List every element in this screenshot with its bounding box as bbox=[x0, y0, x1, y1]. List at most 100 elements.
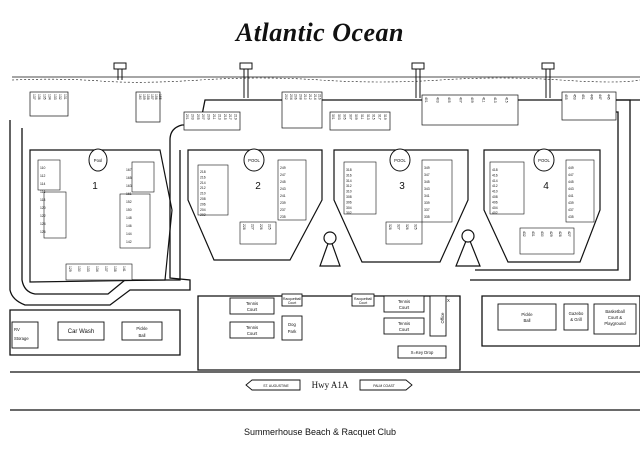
unit-number-316: 316 bbox=[346, 173, 352, 177]
unit-number-318: 318 bbox=[346, 168, 352, 172]
unit-number-416: 416 bbox=[492, 173, 498, 177]
unit-number-130: 130 bbox=[77, 266, 81, 272]
pool-2 bbox=[243, 148, 265, 172]
unit-number-451: 451 bbox=[581, 94, 585, 100]
racquetball-2-label-1: Racquetball bbox=[354, 297, 372, 301]
campus-outline-inner bbox=[21, 128, 181, 295]
unit-number-212: 212 bbox=[308, 94, 312, 100]
unit-number-243: 243 bbox=[280, 187, 286, 191]
unit-number-155: 155 bbox=[158, 94, 162, 100]
office-label: Office bbox=[440, 312, 445, 324]
gazebo-box bbox=[563, 303, 589, 331]
unit-number-406: 406 bbox=[492, 200, 498, 204]
beach-edge bbox=[11, 77, 640, 83]
unit-number-435: 435 bbox=[568, 215, 574, 219]
unit-number-112: 112 bbox=[40, 174, 46, 178]
rv-storage-label-2: Storage bbox=[14, 336, 29, 341]
unit-number-439: 439 bbox=[568, 201, 574, 205]
unit-number-443: 443 bbox=[568, 187, 574, 191]
car-wash-box bbox=[57, 321, 105, 341]
unit-number-449: 449 bbox=[590, 94, 594, 100]
units-row-b3-top-right bbox=[421, 94, 519, 126]
unit-number-317: 317 bbox=[377, 114, 381, 120]
unit-number-245: 245 bbox=[280, 180, 286, 184]
unit-number-202: 202 bbox=[284, 94, 288, 100]
pool-3-label: POOL bbox=[394, 158, 406, 163]
unit-number-327: 327 bbox=[397, 224, 401, 230]
beach-access-1 bbox=[113, 62, 127, 70]
unit-number-337: 337 bbox=[424, 208, 430, 212]
unit-number-449: 449 bbox=[568, 166, 574, 170]
dog-park-box bbox=[281, 315, 303, 341]
unit-number-349: 349 bbox=[424, 166, 430, 170]
unit-number-219: 219 bbox=[234, 114, 238, 120]
landmark-circle-2 bbox=[461, 229, 475, 243]
b2-bottom-row bbox=[239, 221, 277, 245]
unit-number-326: 326 bbox=[405, 224, 409, 230]
unit-number-132: 132 bbox=[58, 94, 62, 100]
unit-number-304: 304 bbox=[346, 206, 352, 210]
unit-number-345: 345 bbox=[424, 180, 430, 184]
tennis-court-4-label-1: Tennis bbox=[398, 321, 410, 326]
unit-number-116: 116 bbox=[40, 190, 46, 194]
tennis-court-2-label-2: Court bbox=[247, 331, 258, 336]
boardwalk-4 bbox=[545, 68, 551, 98]
b3-wing-left bbox=[343, 161, 377, 215]
building-number-3: 3 bbox=[399, 181, 405, 192]
unit-number-407: 407 bbox=[459, 97, 463, 103]
unit-number-146: 146 bbox=[126, 224, 132, 228]
tennis-court-3-label-1: Tennis bbox=[398, 299, 410, 304]
pickle-ball-left-box bbox=[121, 321, 163, 341]
st-augustine-arrow bbox=[245, 379, 301, 391]
boardwalk-3 bbox=[415, 68, 421, 98]
unit-number-210: 210 bbox=[200, 192, 206, 196]
pool-1 bbox=[88, 148, 108, 172]
pickle-ball-right-label-1: Pickle bbox=[521, 312, 533, 317]
unit-number-207: 207 bbox=[201, 114, 205, 120]
unit-number-226: 226 bbox=[259, 224, 263, 230]
units-row-b3-top bbox=[329, 111, 391, 131]
dog-park-label-1: Dog bbox=[288, 322, 296, 327]
racquetball-1-label-2: Court bbox=[288, 301, 296, 305]
tennis-court-3-label-2: Court bbox=[399, 305, 410, 310]
map-footer: Summerhouse Beach & Racquet Club bbox=[243, 427, 397, 437]
unit-number-309: 309 bbox=[354, 114, 358, 120]
unit-number-160: 160 bbox=[138, 94, 142, 100]
unit-number-412: 412 bbox=[492, 184, 498, 188]
unit-number-114: 114 bbox=[40, 182, 46, 186]
basketball-label-2: Court & bbox=[608, 315, 622, 320]
rv-storage-label-1: RV bbox=[14, 327, 20, 332]
unit-number-303: 303 bbox=[337, 114, 341, 120]
landmark-triangle-2 bbox=[455, 234, 481, 267]
unit-number-208: 208 bbox=[298, 94, 302, 100]
unit-number-408: 408 bbox=[492, 195, 498, 199]
tennis-court-2-box bbox=[229, 321, 275, 339]
office-x-marker: X bbox=[447, 298, 450, 303]
pool-3 bbox=[389, 148, 411, 172]
unit-number-328: 328 bbox=[388, 224, 392, 230]
beach-access-2 bbox=[239, 62, 253, 70]
units-row-b4-top bbox=[561, 91, 617, 121]
unit-number-135: 135 bbox=[42, 94, 46, 100]
amenity-area-right bbox=[481, 295, 640, 347]
unit-number-325: 325 bbox=[414, 224, 418, 230]
unit-number-447: 447 bbox=[568, 173, 574, 177]
pool-4-label: POOL bbox=[538, 158, 550, 163]
unit-number-158: 158 bbox=[146, 94, 150, 100]
unit-number-156: 156 bbox=[154, 94, 158, 100]
unit-number-210: 210 bbox=[303, 94, 307, 100]
unit-number-410: 410 bbox=[492, 190, 498, 194]
unit-number-211: 211 bbox=[212, 114, 216, 120]
unit-number-341: 341 bbox=[424, 194, 430, 198]
unit-number-313: 313 bbox=[366, 114, 370, 120]
building-1-outline bbox=[29, 149, 173, 283]
unit-number-314: 314 bbox=[346, 179, 352, 183]
unit-number-237: 237 bbox=[280, 208, 286, 212]
key-drop-box bbox=[397, 345, 447, 359]
unit-number-133: 133 bbox=[53, 94, 57, 100]
unit-number-204: 204 bbox=[289, 94, 293, 100]
unit-number-319: 319 bbox=[383, 114, 387, 120]
pickle-ball-right-label-2: Ball bbox=[524, 318, 531, 323]
